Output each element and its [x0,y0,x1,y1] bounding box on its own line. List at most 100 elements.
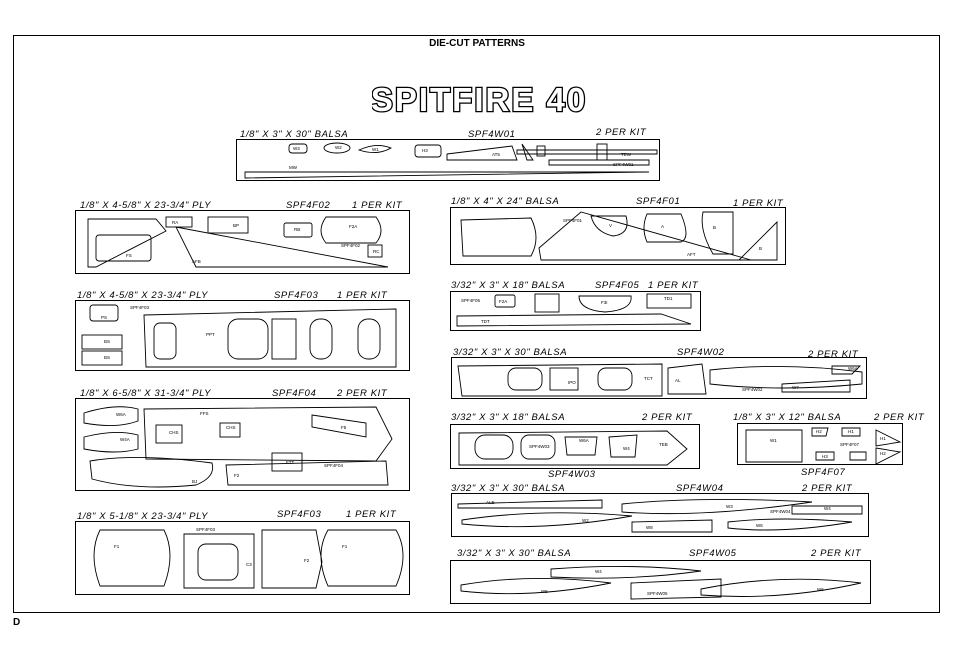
page-title: DIE-CUT PATTERNS [429,38,525,49]
part-spf4f02: SPF4F02 [341,243,361,248]
sheet-w02-qty: 2 PER KIT [808,349,859,360]
part-chs1: CHS [169,430,179,435]
part-w1: W1 [372,147,379,152]
part-v: V [609,223,613,228]
sheet-f07-material: 1/8" X 3" X 12" BALSA [733,412,842,423]
part-w6a-w03: W6A [579,438,589,443]
part-w6-w05: W6 [817,587,824,592]
part-w3-w04: W3 [726,504,733,509]
part-spf4w05: SPF4W05 [647,591,668,596]
part-w4-w04: W4 [824,506,831,511]
die-sheet-w05: W4 W5 SPF4W05 W6 [450,560,871,604]
part-bj: BJ [192,479,198,484]
part-teb: TEB [659,442,668,447]
sheet-f04-material: 1/8" X 6-5/8" X 31-3/4" PLY [80,388,212,399]
die-sheet-w02: IPO TCT AL W7 SPF4W02 W6A [451,357,867,399]
part-tdt: TDT [481,319,490,324]
part-w7: W7 [792,385,799,390]
sheet-f04-code: SPF4F04 [272,388,317,399]
die-sheet-w04: ALE W2 W3 SPF4W04 W8 W6 W4 [451,493,869,537]
part-td1: TD1 [664,296,673,301]
sheet-w03-code: SPF4W03 [548,469,596,480]
part-rc: RC [373,249,380,254]
sheet-f03b-patterns [93,529,404,589]
sheet-w01-code: SPF4W01 [468,129,516,140]
part-f2-f03b: F2 [304,558,310,563]
part-tew: TEW [621,152,631,157]
part-h3-f07: H3 [822,454,828,459]
sheet-f02-patterns [87,216,389,268]
die-sheet-w01: W3 W2 W1 H3 AT5 TEW MW SPF4W01 [236,139,660,181]
part-f5: F5 [341,425,347,430]
die-sheet-w03: SPF4W03 W6A W4 TEB [450,424,700,469]
sheet-f02-code: SPF4F02 [286,200,331,211]
part-ipo: IPO [568,380,576,385]
part-tct: TCT [644,376,653,381]
sheet-f01-material: 1/8" X 4" X 24" BALSA [451,196,560,207]
part-w5: W5 [541,589,548,594]
sheet-w03-material: 3/32" X 3" X 18" BALSA [451,412,566,423]
die-sheet-f01: SPF4F01 V A B B AFT [450,207,786,265]
sheet-w05-qty: 2 PER KIT [811,548,862,559]
sheet-f03b-code: SPF4F03 [277,509,322,520]
part-w2-w04: W2 [582,518,589,523]
sheet-f07-qty: 2 PER KIT [874,412,925,423]
part-spf4f04: SPF4F04 [324,463,344,468]
part-spf4f01: SPF4F01 [563,218,583,223]
sheet-f02-material: 1/8" X 4-5/8" X 23-3/4" PLY [80,200,212,211]
part-w6a-f04: W6A [116,412,126,417]
sheet-w05-patterns [460,565,862,600]
sheet-f04-patterns [83,406,393,488]
sheet-f01-patterns [460,211,778,261]
sheet-w04-qty: 2 PER KIT [802,483,853,494]
page-border [13,35,940,613]
part-spf4w03: SPF4W03 [529,444,550,449]
sheet-w05-code: SPF4W05 [689,548,737,559]
part-w1-f07: W1 [770,438,777,443]
part-ppt: PPT [206,332,215,337]
sheet-w03-qty: 2 PER KIT [642,412,693,423]
sheet-w01-material: 1/8" X 3" X 30" BALSA [240,129,349,140]
sheet-w04-patterns [457,498,863,533]
sheet-w02-material: 3/32" X 3" X 30" BALSA [453,347,568,358]
part-spf4f03b: SPF4F03 [196,527,216,532]
part-w3: W3 [293,146,300,151]
sheet-f03-material: 1/8" X 4-5/8" X 23-3/4" PLY [77,290,209,301]
part-w8: W8 [646,525,653,530]
part-spf4w04: SPF4W04 [770,509,791,514]
sheet-f03-patterns [81,304,397,368]
part-spf4f07: SPF4F07 [840,442,860,447]
die-sheet-f03: SPF4F03 PS BS BS PPT [75,300,410,371]
part-f1a: F1 [114,544,120,549]
part-f2a: F2A [349,224,358,229]
part-c3: C3 [246,562,252,567]
part-w6-w04: W6 [756,523,763,528]
part-h2b: H2 [880,451,886,456]
part-ale: ALE [486,500,495,505]
sheet-f05-code: SPF4F05 [595,280,640,291]
part-spf4f05: SPF4F05 [461,298,481,303]
sheet-w02-patterns [457,363,863,397]
part-afb: AFB [192,259,201,264]
part-b2: B [759,246,763,251]
part-spf4f03: SPF4F03 [130,305,150,310]
part-w4-w05: W4 [595,569,602,574]
part-w4-w03: W4 [623,446,630,451]
sheet-w04-material: 3/32" X 3" X 30" BALSA [451,483,566,494]
part-f3i: F3I [601,300,608,305]
part-aft: AFT [687,252,696,257]
part-ra: RA [172,220,179,225]
sheet-f07-code: SPF4F07 [801,467,846,478]
part-h1a: H1 [848,429,854,434]
part-w4a: W4A [120,437,130,442]
part-h1b: H1 [880,436,886,441]
die-sheet-f07: W1 H2 H1 SPF4F07 H1 H2 H3 [737,423,903,465]
sheet-f07-patterns [745,427,902,465]
part-h2a: H2 [816,429,822,434]
part-bs1: BS [104,339,111,344]
part-w2: W2 [335,145,342,150]
part-chs2: CHS [226,425,236,430]
part-a: A [661,224,665,229]
part-bp: BP [233,223,240,228]
part-b: B [713,225,717,230]
